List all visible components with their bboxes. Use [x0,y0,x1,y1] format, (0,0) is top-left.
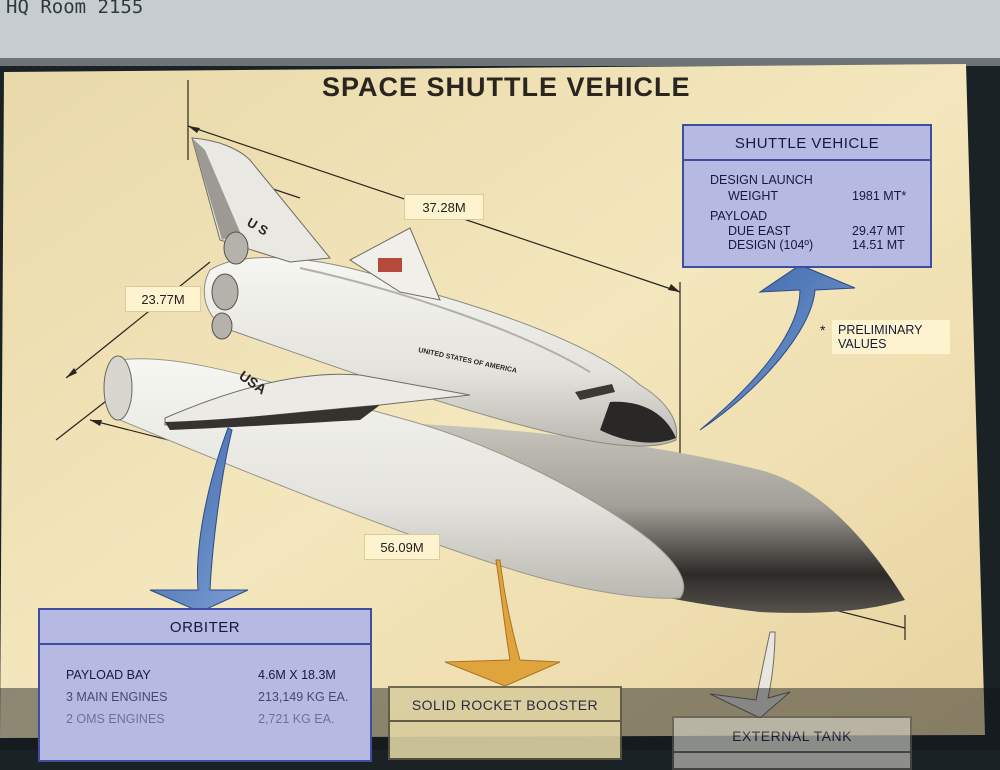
orbiter-nose [600,401,676,443]
design-value: 14.51 MT [852,238,905,252]
wing-leading-edge [165,405,380,430]
wingspan-dimension-label: 23.77M [125,286,201,312]
srb-panel: SOLID ROCKET BOOSTER [388,686,622,760]
launch-label-line1: DESIGN LAUNCH [710,173,813,187]
shuttle-vehicle-panel: SHUTTLE VEHICLE DESIGN LAUNCH WEIGHT 198… [682,124,932,268]
due-east-label: DUE EAST [728,224,791,238]
srb-nozzle [103,355,133,421]
launch-weight-value: 1981 MT* [852,189,907,203]
external-tank-heading: EXTERNAL TANK [674,718,910,753]
main-engine-3 [211,312,233,340]
asterisk-marker: * [820,322,826,338]
external-tank-arrow [709,631,791,719]
wall-label-strip [0,0,1000,62]
orbiter-row-value: 4.6M X 18.3M [258,668,336,682]
preliminary-note: PRELIMINARY VALUES [832,320,950,354]
orbiter-arrow [149,427,249,613]
main-engine-1 [223,231,249,265]
orbiter-row-label: 2 OMS ENGINES [66,712,165,726]
frame-top-edge [0,58,1000,66]
tail-shadow [192,138,240,240]
length-dimension-label: 56.09M [364,534,440,560]
height-dimension-label: 37.28M [404,194,484,220]
flag-decal [378,258,402,272]
orbiter-heading: ORBITER [40,610,370,645]
due-east-value: 29.47 MT [852,224,905,238]
srb-heading: SOLID ROCKET BOOSTER [390,688,620,722]
external-tank-panel: EXTERNAL TANK [672,716,912,770]
orbiter-row-label: PAYLOAD BAY [66,668,151,682]
payload-label: PAYLOAD [710,209,768,223]
dimension-arrowheads [66,126,680,426]
room-label: HQ Room 2155 [6,0,144,18]
payload-bay-line [299,267,591,373]
cockpit-windows [575,384,615,400]
preliminary-note-line2: VALUES [838,337,887,351]
shuttle-vehicle-heading: SHUTTLE VEHICLE [684,126,930,161]
srb-arrow [444,559,561,687]
main-engine-2 [211,273,239,311]
preliminary-note-line1: PRELIMINARY [838,323,923,337]
design-label: DESIGN (104º) [728,238,814,252]
orbiter-row-value: 2,721 KG EA. [258,712,335,726]
poster-title: SPACE SHUTTLE VEHICLE [322,72,691,102]
orbiter-row-value: 213,149 KG EA. [258,690,349,704]
orbiter-row-label: 3 MAIN ENGINES [66,690,168,704]
launch-label-line2: WEIGHT [728,189,778,203]
orbiter-panel: ORBITER PAYLOAD BAY 4.6M X 18.3M 3 MAIN … [38,608,372,762]
